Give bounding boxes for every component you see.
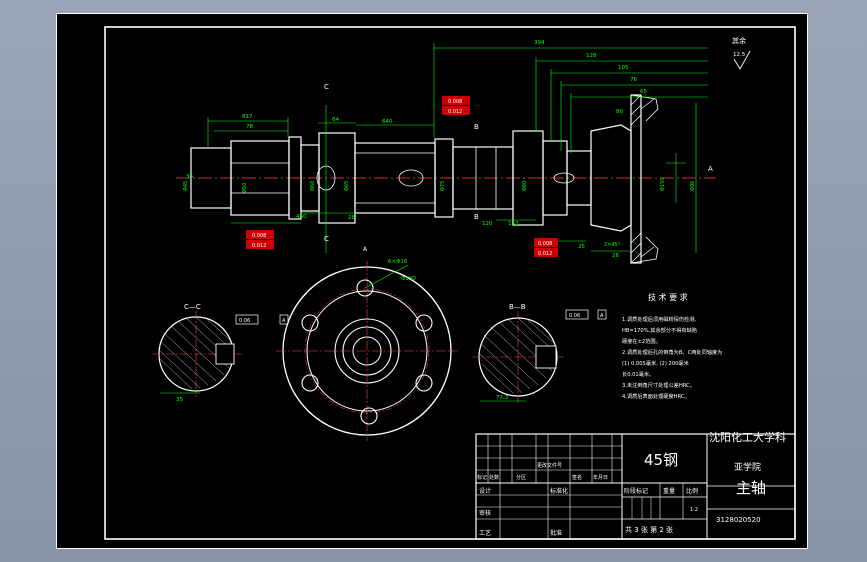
tech-req-line-4: (1) 0.005毫米, (2) 200毫米 xyxy=(622,359,690,367)
tol-2: 0.008 xyxy=(252,233,266,239)
technical-requirements: 技 术 要 求 1.调质处理后须用磁粉探伤检测, HB=170%,其余部分不得有… xyxy=(622,292,722,400)
row-header-5: 年月日 xyxy=(593,474,608,481)
tech-req-line-6: 3.未注倒角尺寸处理公差HRC。 xyxy=(622,381,695,389)
dim-top-2: 105 xyxy=(618,65,629,71)
tech-req-line-5: 长0.01毫米。 xyxy=(622,370,654,378)
dia-7: Φ150 xyxy=(660,178,666,191)
section-b-b-frame: 0.06 xyxy=(569,313,580,319)
dim-top-0: 394 xyxy=(534,40,545,46)
col-header-0: 阶段标记 xyxy=(624,487,648,495)
section-b-b-label: B—B xyxy=(509,303,526,311)
section-b-b-dim: 72.3 xyxy=(496,395,509,401)
row-header-4: 签名 xyxy=(572,474,582,481)
section-c-c-dim: 35 xyxy=(176,397,183,403)
dim-top-5: 80 xyxy=(616,109,623,115)
dia-2: Φ60 xyxy=(310,181,316,191)
tech-req-title: 技 术 要 求 xyxy=(648,292,688,302)
title-department: 亚学院 xyxy=(734,461,761,473)
title-school: 沈阳化工大学科 xyxy=(709,430,786,444)
section-c-c-frame: 0.06 xyxy=(239,318,250,324)
main-shaft-view: C C B B A 394 128 105 76 65 80 817 78 36… xyxy=(176,40,716,264)
section-mark-c-top: C xyxy=(324,83,329,91)
dia-3: Φ65 xyxy=(344,181,350,191)
row-header-3: 更改文件号 xyxy=(537,462,562,469)
tol-5: 0.012 xyxy=(538,251,552,257)
dia-4: Φ75 xyxy=(440,181,446,191)
sheet-info: 共 3 张 第 2 张 xyxy=(625,525,673,534)
flange-hole-note: 6×Φ16 xyxy=(388,259,408,265)
dia-5: Φ80 xyxy=(522,181,528,191)
row-header-2: 分区 xyxy=(516,474,526,481)
dim-bottom-1: 28 xyxy=(348,215,355,221)
tech-req-line-3: 2.调质处理后孔的倒角为B。C两处同轴度为 xyxy=(622,348,722,356)
title-material: 45钢 xyxy=(644,451,678,469)
cad-drawing-canvas: C C B B A 394 128 105 76 65 80 817 78 36… xyxy=(56,13,808,549)
role-0: 设计 xyxy=(479,487,491,495)
title-scale: 1:2 xyxy=(690,507,698,513)
role-mark-0: 标准化 xyxy=(550,487,568,495)
title-block: 45钢 沈阳化工大学科 亚学院 主轴 3128020520 标记 处数 分区 更… xyxy=(475,430,796,540)
col-header-1: 重量 xyxy=(663,487,675,495)
row-header-1: 处数 xyxy=(489,474,499,481)
svg-text:其余: 其余 xyxy=(732,36,746,45)
tech-req-line-0: 1.调质处理后须用磁粉探伤检测, xyxy=(622,315,696,323)
dim-top-1: 128 xyxy=(586,53,597,59)
dim-left-3: 64 xyxy=(332,117,339,123)
section-b-b-datum: A xyxy=(600,313,604,319)
title-part-name: 主轴 xyxy=(736,479,766,497)
dim-bottom-3: 120 xyxy=(482,221,493,227)
section-c-c: C—C 35 0.06 A xyxy=(152,303,289,403)
dim-bottom-6: 2×45° xyxy=(604,242,621,248)
tol-0: 0.008 xyxy=(448,99,462,105)
tol-1: 0.012 xyxy=(448,109,462,115)
inner-frame xyxy=(104,26,796,540)
dim-bottom-4: 25 xyxy=(578,244,585,250)
row-header-0: 标记 xyxy=(477,474,487,481)
dim-top-4: 65 xyxy=(640,89,647,95)
section-mark-b-top: B xyxy=(474,123,479,131)
tech-req-line-7: 4.调质后表面处理硬度HRC。 xyxy=(622,392,690,400)
section-mark-b-bottom: B xyxy=(474,213,479,221)
tech-req-line-1: HB=170%,其余部分不得有缺陷 xyxy=(622,326,697,334)
dia-0: Φ45 xyxy=(183,181,189,191)
section-mark-a: A xyxy=(708,165,713,173)
dim-bottom-0: 450 xyxy=(296,214,307,220)
flange-view-label: A xyxy=(363,246,368,253)
roughness-note: 其余 12.5 xyxy=(732,36,751,70)
flange-dim: Φ130 xyxy=(401,276,416,282)
title-drawing-no: 3128020520 xyxy=(716,516,761,524)
tolerance-frames xyxy=(246,96,558,257)
svg-text:12.5: 12.5 xyxy=(733,52,746,58)
dim-top-3: 76 xyxy=(630,77,637,83)
dim-left-4: 640 xyxy=(382,119,393,125)
role-2: 工艺 xyxy=(479,529,491,537)
tol-3: 0.012 xyxy=(252,243,266,249)
tol-4: 0.008 xyxy=(538,241,552,247)
dim-bottom-2: 152 xyxy=(508,221,519,227)
role-mark-1: 批准 xyxy=(550,529,562,537)
tech-req-line-2: 硬度在±2范围。 xyxy=(622,337,661,345)
section-mark-c-bottom: C xyxy=(324,235,329,243)
dim-bottom-5: 26 xyxy=(612,253,619,259)
dim-left-0: 817 xyxy=(242,114,253,120)
role-1: 审核 xyxy=(479,509,491,517)
section-b-b: B—B 72.3 0.06 A xyxy=(472,303,607,403)
dia-1: Φ50 xyxy=(242,183,248,193)
section-c-c-label: C—C xyxy=(184,303,201,311)
col-header-2: 比例 xyxy=(686,487,698,495)
dim-left-2: 36 xyxy=(186,174,193,180)
dim-left-1: 78 xyxy=(246,124,253,130)
flange-view: A 6×Φ16 Φ130 xyxy=(276,246,458,441)
dia-6: Φ96 xyxy=(690,181,696,191)
outer-frame xyxy=(56,13,808,549)
section-c-c-datum: A xyxy=(282,318,286,324)
